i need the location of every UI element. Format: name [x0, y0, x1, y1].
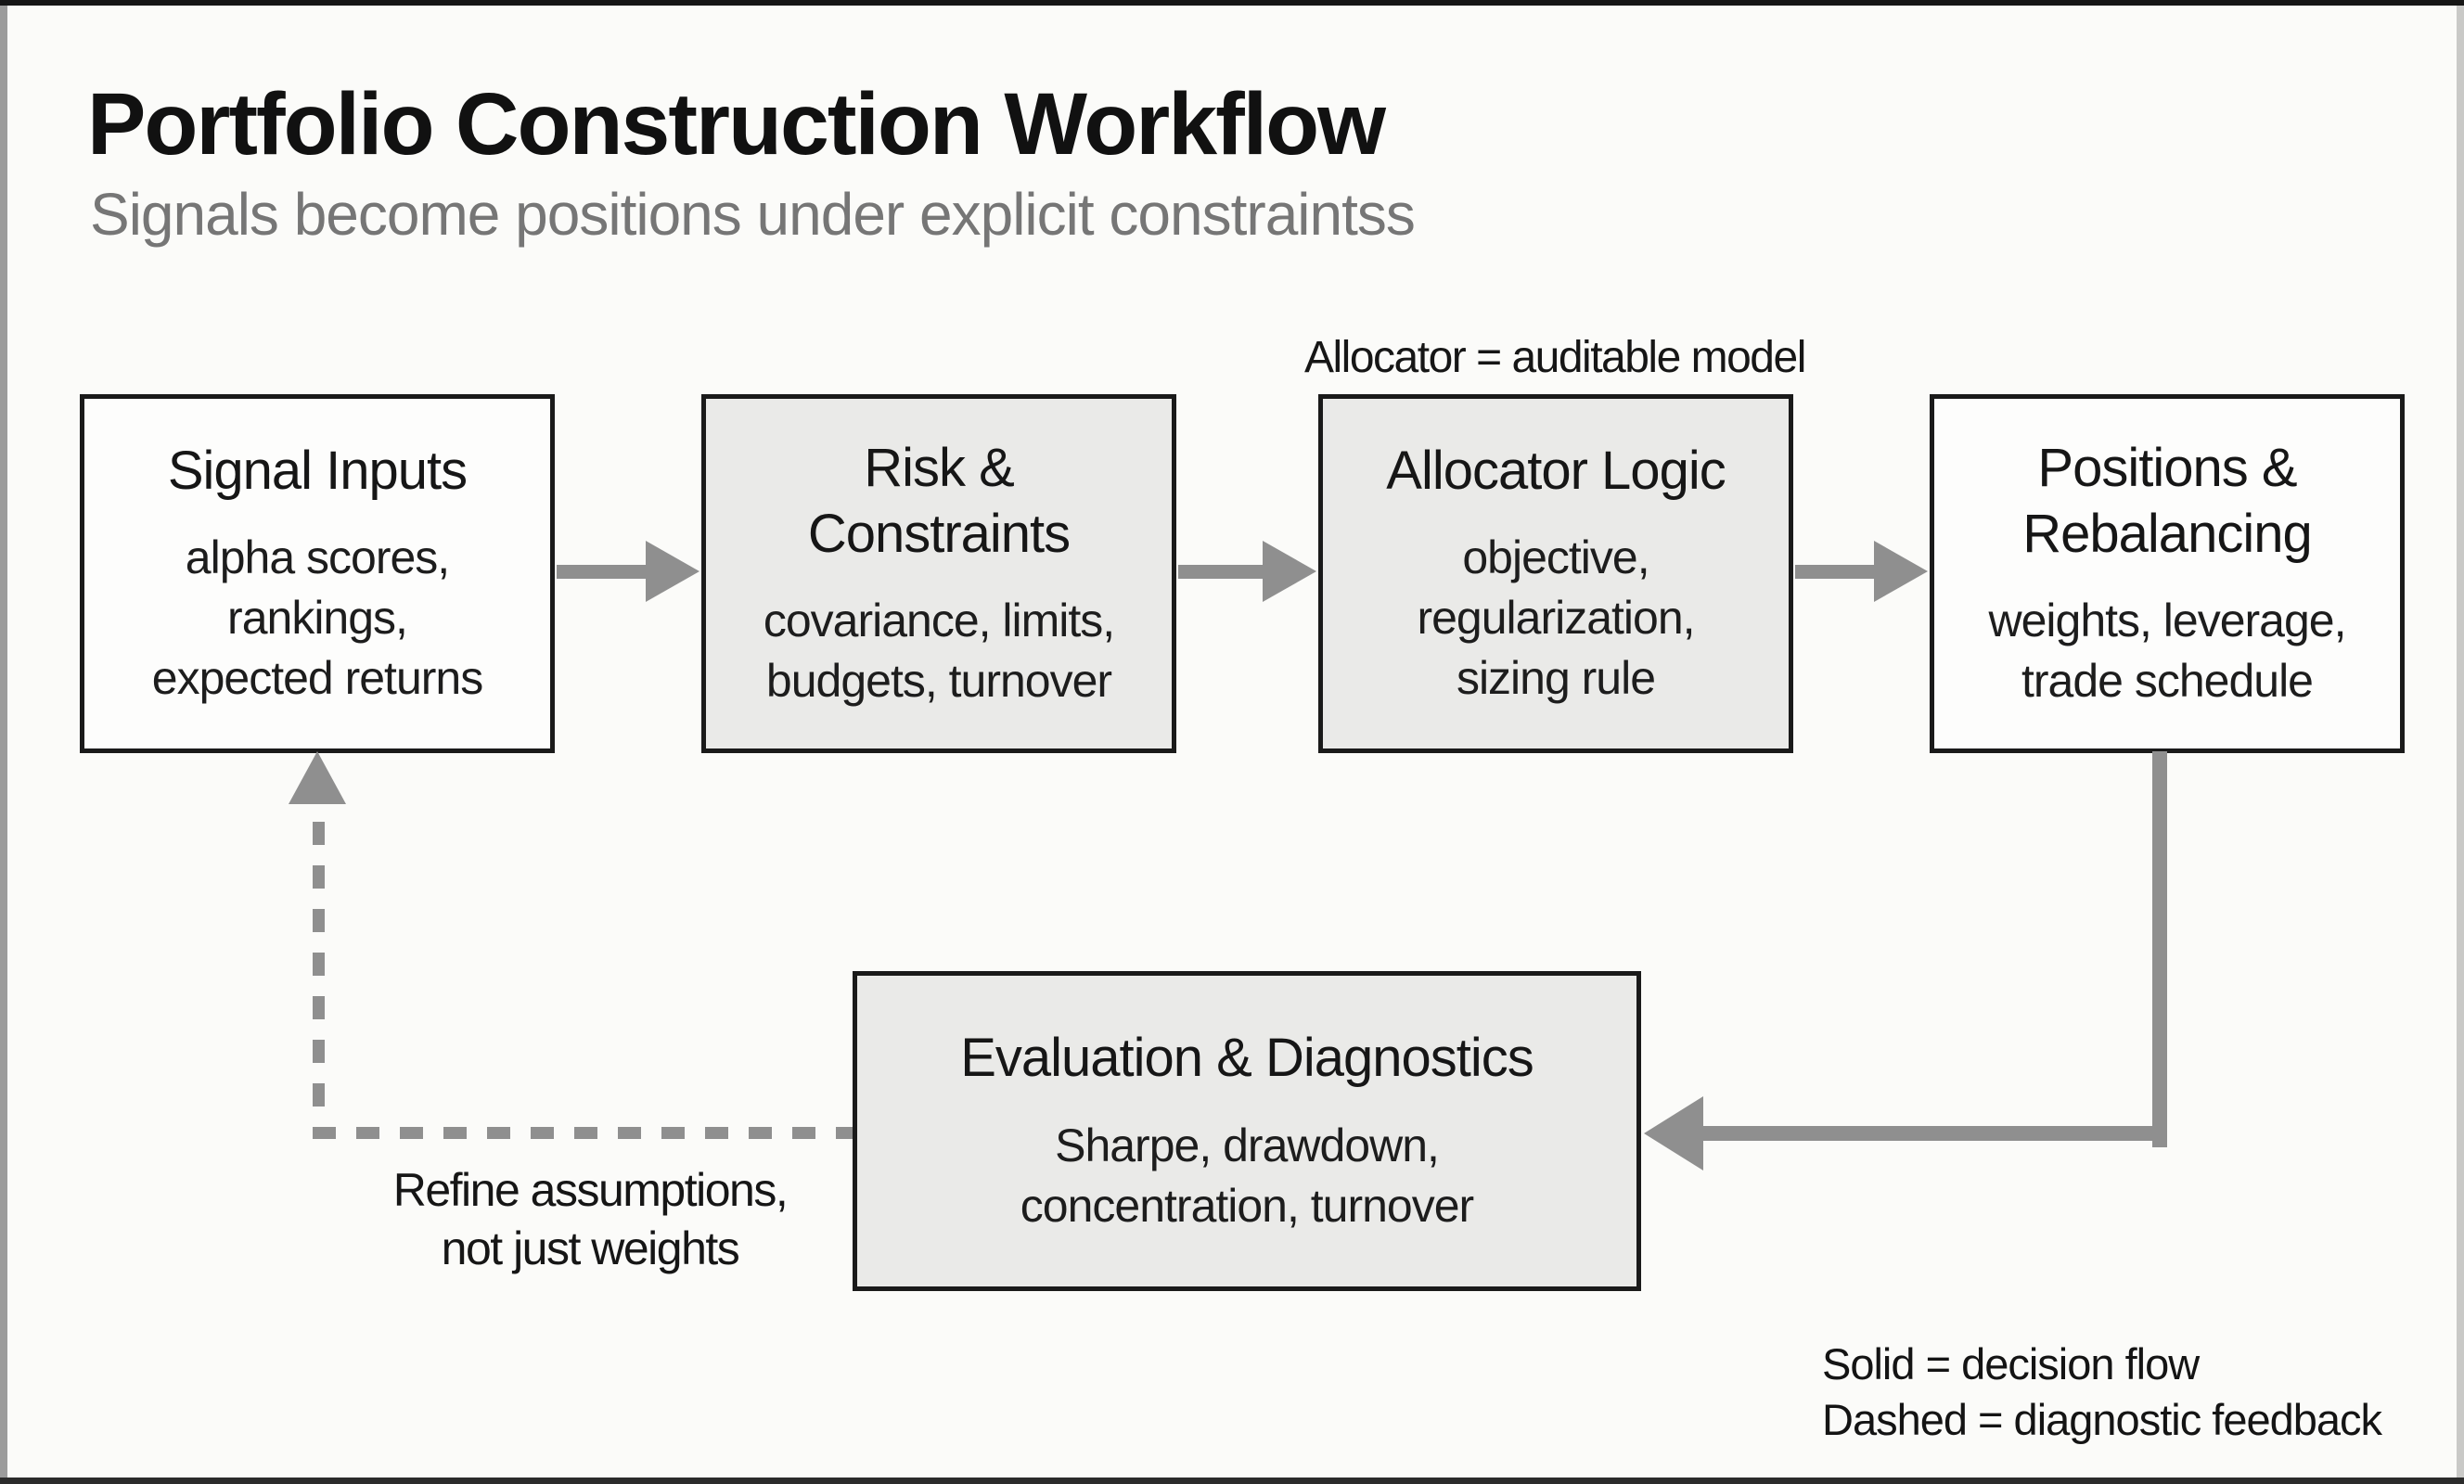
arrow-vertical-segment: [2152, 751, 2167, 1147]
allocator-note: Allocator = auditable model: [1304, 333, 1806, 382]
arrow-shaft: [1178, 564, 1263, 579]
node-risk-constraints: Risk & Constraints covariance, limits, b…: [701, 394, 1176, 753]
frame-bottom-edge: [0, 1478, 2464, 1484]
node-title: Evaluation & Diagnostics: [960, 1028, 1534, 1089]
feedback-arrow-head-up: [289, 751, 346, 804]
node-evaluation-diagnostics: Evaluation & Diagnostics Sharpe, drawdow…: [853, 971, 1641, 1291]
legend: Solid = decision flow Dashed = diagnosti…: [1822, 1337, 2382, 1448]
arrow-shaft: [557, 564, 646, 579]
node-title: Allocator Logic: [1386, 440, 1726, 501]
feedback-vertical-dashed-segment: [313, 822, 325, 1139]
arrow-shaft: [1795, 564, 1874, 579]
arrow-head-left: [1644, 1096, 1703, 1171]
node-body: covariance, limits, budgets, turnover: [763, 595, 1115, 708]
node-title: Signal Inputs: [167, 440, 468, 501]
arrow-signal-to-risk: [557, 541, 699, 602]
frame-top-edge: [0, 0, 2464, 6]
frame-right-edge: [2457, 6, 2464, 1484]
node-title: Positions & Rebalancing: [2022, 437, 2312, 564]
node-title: Risk & Constraints: [807, 437, 1071, 564]
page-title: Portfolio Construction Workflow: [87, 75, 1386, 173]
node-signal-inputs: Signal Inputs alpha scores, rankings, ex…: [80, 394, 555, 753]
node-body: objective, regularization, sizing rule: [1417, 531, 1695, 705]
legend-solid-line: Solid = decision flow: [1822, 1339, 2200, 1388]
feedback-horizontal-dashed-segment: [313, 1127, 853, 1139]
node-body: Sharpe, drawdown, concentration, turnove…: [1020, 1119, 1474, 1232]
legend-dashed-line: Dashed = diagnostic feedback: [1822, 1395, 2382, 1444]
arrow-horizontal-segment: [1700, 1126, 2167, 1141]
arrow-head-right: [646, 541, 699, 602]
frame-left-edge: [0, 6, 7, 1484]
node-positions-rebalancing: Positions & Rebalancing weights, leverag…: [1930, 394, 2405, 753]
arrow-head-right: [1874, 541, 1928, 602]
feedback-note: Refine assumptions, not just weights: [392, 1164, 789, 1274]
node-body: weights, leverage, trade schedule: [1988, 595, 2346, 708]
arrow-head-right: [1263, 541, 1316, 602]
node-allocator-logic: Allocator Logic objective, regularizatio…: [1318, 394, 1793, 753]
arrow-risk-to-allocator: [1178, 541, 1316, 602]
node-body: alpha scores, rankings, expected returns: [151, 531, 483, 705]
page-subtitle: Signals become positions under explicit …: [90, 181, 1416, 248]
arrow-allocator-to-positions: [1795, 541, 1928, 602]
